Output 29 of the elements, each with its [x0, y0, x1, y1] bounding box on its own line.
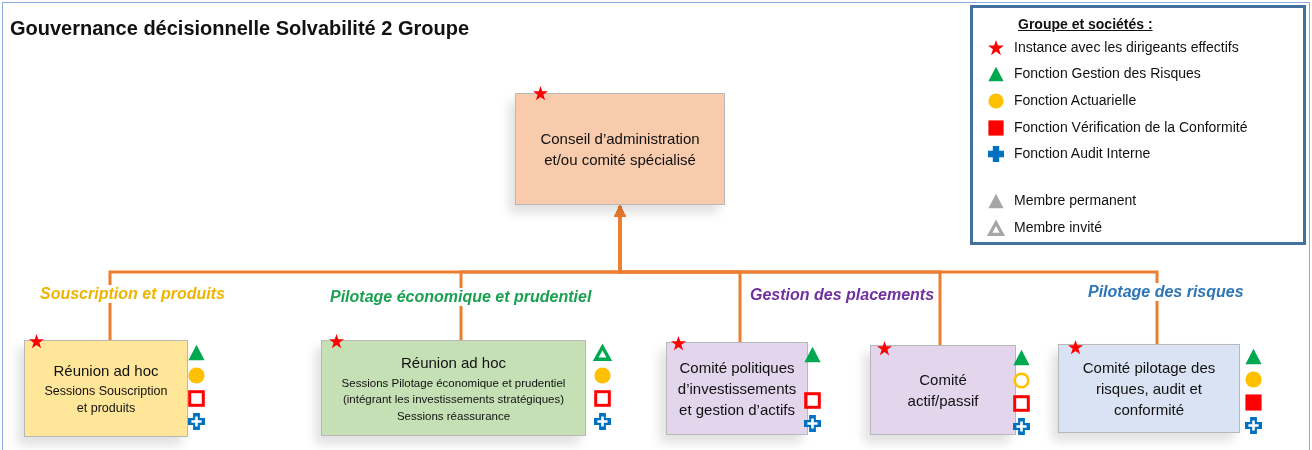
- committee-box: [870, 345, 1016, 435]
- box-title: Comité pilotage des risques, audit et conformité: [1081, 358, 1217, 420]
- committee-box: [24, 340, 188, 437]
- legend-text: Fonction Gestion des Risques: [1014, 65, 1201, 81]
- connector-arrow: [614, 204, 1159, 344]
- legend-heading: Groupe et sociétés :: [1016, 16, 1155, 32]
- box-title: Réunion ad hoc: [53, 360, 159, 381]
- box-title: Conseil d’administration et/ou comité spécialisé: [539, 129, 701, 170]
- box-text: Sessions Pilotage économique et prudentiel (intégrant les investissements stratégiques): [340, 376, 567, 408]
- box-text: Sessions réassurance: [396, 408, 511, 424]
- committee-box: [515, 93, 725, 205]
- category-label: Gestion des placements: [748, 286, 937, 304]
- legend-text: Fonction Actuarielle: [1014, 92, 1137, 108]
- box-title: Réunion ad hoc: [400, 353, 507, 374]
- box-text: Sessions Souscription et produits: [43, 382, 169, 417]
- legend-text: Fonction Audit Interne: [1014, 145, 1151, 161]
- category-label: Souscription et produits: [38, 285, 227, 303]
- committee-box: [321, 340, 586, 436]
- legend-text: Membre invité: [1014, 219, 1102, 235]
- legend-text: Fonction Vérification de la Conformité: [1014, 119, 1248, 135]
- legend-text: Instance avec les dirigeants effectifs: [1014, 39, 1239, 55]
- legend-text: Membre permanent: [1014, 192, 1137, 208]
- box-title: Comité politiques d’investissements et gestion d’actifs: [677, 358, 797, 420]
- category-label: Pilotage des risques: [1086, 283, 1246, 301]
- box-title: Comité actif/passif: [906, 370, 980, 411]
- committee-box: [1058, 344, 1240, 433]
- diagram-title: Gouvernance décisionnelle Solvabilité 2 Groupe: [10, 17, 470, 40]
- category-label: Pilotage économique et prudentiel: [328, 288, 594, 306]
- committee-box: [666, 342, 808, 435]
